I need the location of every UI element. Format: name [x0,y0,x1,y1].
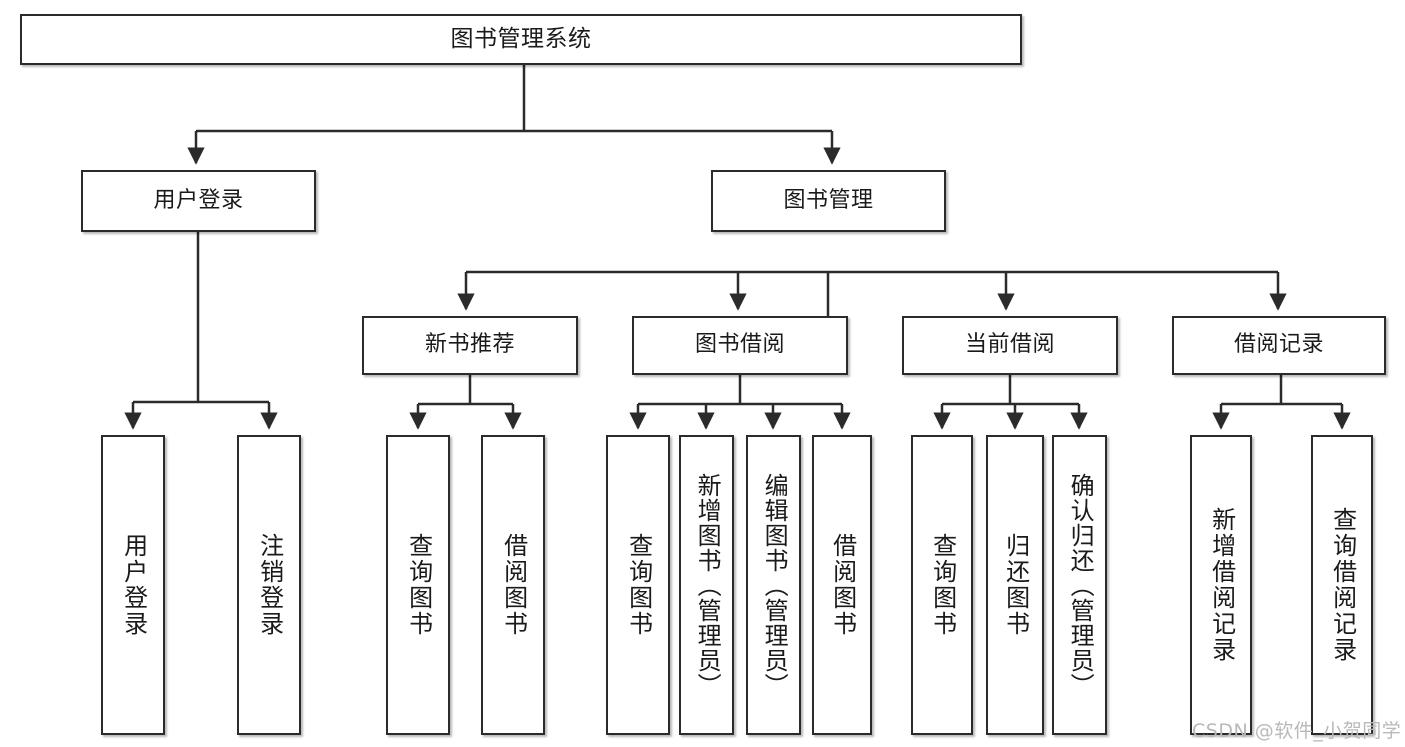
node-current-borrow-label: 当前借阅 [964,332,1055,358]
node-leaf-edit-book[interactable]: 编辑图书（管理员） [746,435,801,735]
node-leaf-query-book-3[interactable]: 查询图书 [911,435,973,735]
node-leaf-edit-book-label: 编辑图书（管理员） [760,472,789,698]
watermark: CSDN @软件_小贺同学 [1192,720,1402,742]
node-leaf-user-login-label: 用户登录 [119,533,148,637]
node-root[interactable]: 图书管理系统 [20,14,1022,65]
node-book-manage-label: 图书管理 [783,187,874,213]
node-leaf-query-book-2-label: 查询图书 [624,533,653,637]
node-leaf-query-book-1[interactable]: 查询图书 [386,435,450,735]
node-book-borrow-label: 图书借阅 [694,332,785,358]
node-leaf-borrow-book-1-label: 借阅图书 [499,533,528,637]
node-leaf-add-record-label: 新增借阅记录 [1207,507,1236,663]
node-leaf-query-book-1-label: 查询图书 [404,533,433,637]
node-leaf-return-book-label: 归还图书 [1001,533,1030,637]
node-leaf-query-book-2[interactable]: 查询图书 [606,435,670,735]
node-leaf-confirm-return[interactable]: 确认归还（管理员） [1052,435,1107,735]
node-leaf-logout-label: 注销登录 [255,533,284,637]
node-leaf-logout[interactable]: 注销登录 [237,435,301,735]
node-leaf-borrow-book-2-label: 借阅图书 [828,533,857,637]
node-leaf-query-record[interactable]: 查询借阅记录 [1311,435,1373,735]
node-new-book-rec-label: 新书推荐 [424,332,515,358]
node-leaf-borrow-book-1[interactable]: 借阅图书 [481,435,545,735]
node-borrow-record[interactable]: 借阅记录 [1172,316,1386,375]
node-leaf-confirm-return-label: 确认归还（管理员） [1066,472,1095,698]
node-leaf-add-book[interactable]: 新增图书（管理员） [679,435,734,735]
node-leaf-query-record-label: 查询借阅记录 [1328,507,1357,663]
node-book-manage[interactable]: 图书管理 [711,170,946,232]
node-leaf-query-book-3-label: 查询图书 [928,533,957,637]
node-user-login[interactable]: 用户登录 [81,170,316,232]
node-borrow-record-label: 借阅记录 [1233,332,1324,358]
node-leaf-add-book-label: 新增图书（管理员） [693,472,722,698]
node-leaf-borrow-book-2[interactable]: 借阅图书 [812,435,872,735]
node-root-label: 图书管理系统 [450,26,592,53]
node-current-borrow[interactable]: 当前借阅 [902,316,1118,375]
node-user-login-label: 用户登录 [153,187,244,213]
node-new-book-rec[interactable]: 新书推荐 [362,316,578,375]
node-leaf-return-book[interactable]: 归还图书 [986,435,1044,735]
node-leaf-user-login[interactable]: 用户登录 [101,435,165,735]
node-leaf-add-record[interactable]: 新增借阅记录 [1190,435,1252,735]
node-book-borrow[interactable]: 图书借阅 [632,316,848,375]
